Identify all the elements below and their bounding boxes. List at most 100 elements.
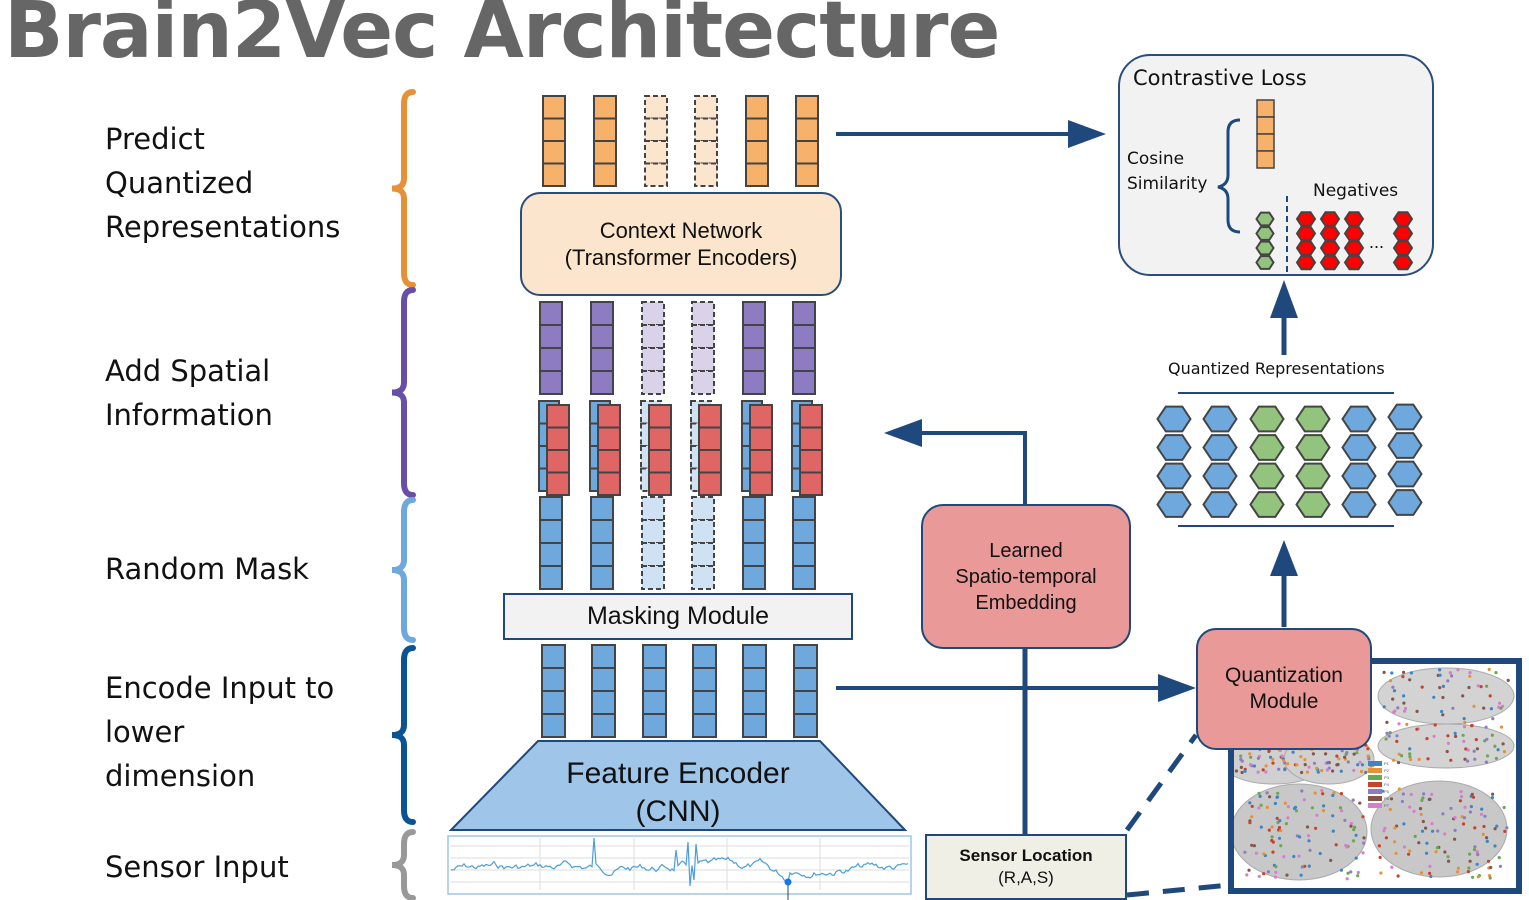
electrode-dot (1294, 809, 1299, 813)
electrode-dot (1395, 734, 1399, 738)
electrode-dot (1438, 686, 1442, 690)
token-cell (591, 713, 616, 738)
electrode-dot (1440, 709, 1444, 714)
token-cell (597, 426, 621, 451)
electrode-dot (1356, 874, 1360, 878)
quantized-hex (1156, 462, 1192, 490)
electrode-dot (1277, 836, 1282, 840)
electrode-dot (1325, 768, 1329, 772)
token-cell (792, 347, 816, 372)
token-cell (742, 370, 766, 395)
token-cell (546, 449, 570, 474)
token-cell (742, 347, 766, 372)
token-cell (641, 301, 665, 326)
electrode-dot (1430, 822, 1434, 826)
electrode-dot (1396, 706, 1400, 710)
hex-column-blue (1387, 403, 1423, 516)
token-cell (590, 370, 614, 395)
token-cell (593, 117, 617, 142)
token-cell (590, 565, 614, 590)
electrode-dot (1270, 835, 1274, 839)
electrode-dot (1479, 812, 1484, 816)
electrode-dot (1303, 758, 1307, 762)
electrode-dot (1286, 762, 1290, 766)
electrode-dot (1484, 760, 1488, 764)
orange-column (644, 95, 668, 187)
token-cell (792, 324, 816, 349)
electrode-dot (1259, 825, 1263, 829)
electrode-dot (1409, 671, 1413, 675)
electrode-dot (1491, 717, 1495, 721)
electrode-dot (1367, 757, 1371, 761)
quantized-hex (1341, 491, 1377, 518)
electrode-dot (1352, 828, 1356, 832)
electrode-dot (1239, 765, 1243, 769)
quantized-hex (1295, 491, 1331, 518)
electrode-dot (1307, 839, 1311, 843)
electrode-dot (1485, 684, 1489, 688)
token-cell (742, 713, 767, 738)
electrode-dot (1256, 756, 1260, 760)
token-cell (641, 347, 665, 372)
electrode-dot (1382, 670, 1386, 674)
electrode-dot (1395, 739, 1399, 743)
hex-column-green (1249, 405, 1285, 518)
electrode-dot (1307, 765, 1311, 769)
electrode-dot (1482, 706, 1486, 710)
electrode-dot (1469, 805, 1473, 809)
token-cell (542, 162, 566, 187)
token-cell (541, 644, 566, 669)
electrode-dot (1462, 739, 1466, 743)
electrode-dot (1467, 866, 1471, 870)
token-cell (691, 370, 715, 395)
electrode-dot (1498, 864, 1502, 868)
electrode-dot (1430, 792, 1434, 796)
electrode-dot (1382, 705, 1386, 709)
orange-column (795, 95, 819, 187)
electrode-dot (1409, 792, 1413, 797)
sensor-location-coords: (R,A,S) (998, 868, 1054, 887)
negatives-ellipsis: ... (1369, 232, 1385, 252)
stage-label-predict: Predict Quantized Representations (105, 122, 341, 244)
electrode-dot (1352, 752, 1356, 756)
electrode-dot (1384, 737, 1388, 741)
electrode-dot (1283, 768, 1287, 772)
electrode-dot (1397, 787, 1401, 791)
token-cell (799, 426, 823, 451)
arrow-embedding-to-columns (920, 431, 1027, 504)
masked-blue-column (539, 496, 563, 590)
electrode-dot (1451, 706, 1455, 710)
electrode-dot (1322, 804, 1326, 808)
electrode-dot (1243, 850, 1247, 854)
token-cell (749, 449, 773, 474)
electrode-dot (1468, 852, 1472, 856)
electrode-dot (1234, 769, 1238, 773)
electrode-dot (1486, 859, 1491, 863)
electrode-dot (1426, 757, 1430, 761)
electrode-dot (1335, 754, 1339, 758)
token-cell (644, 162, 668, 187)
token-cell (642, 644, 667, 669)
electrode-dot (1476, 853, 1480, 857)
token-cell (793, 644, 818, 669)
encoded-token-columns (541, 644, 818, 738)
electrode-dot (1463, 757, 1467, 761)
electrode-dot (1413, 834, 1417, 838)
token-cell (792, 519, 816, 544)
electrode-dot (1356, 870, 1360, 875)
electrode-dot (1349, 824, 1353, 828)
electrode-dot (1379, 871, 1383, 875)
electrode-dot (1459, 790, 1463, 794)
token-cell (795, 162, 819, 187)
electrode-dot (1441, 684, 1445, 688)
token-cell (591, 690, 616, 715)
electrode-dot (1320, 768, 1324, 773)
electrode-dot (1481, 832, 1485, 836)
electrode-dot (1489, 865, 1493, 870)
electrode-dot (1314, 826, 1318, 830)
quantized-hex (1341, 462, 1377, 490)
purple-column (742, 301, 766, 395)
electrode-dot (1300, 770, 1304, 775)
electrode-dot (1436, 829, 1440, 833)
